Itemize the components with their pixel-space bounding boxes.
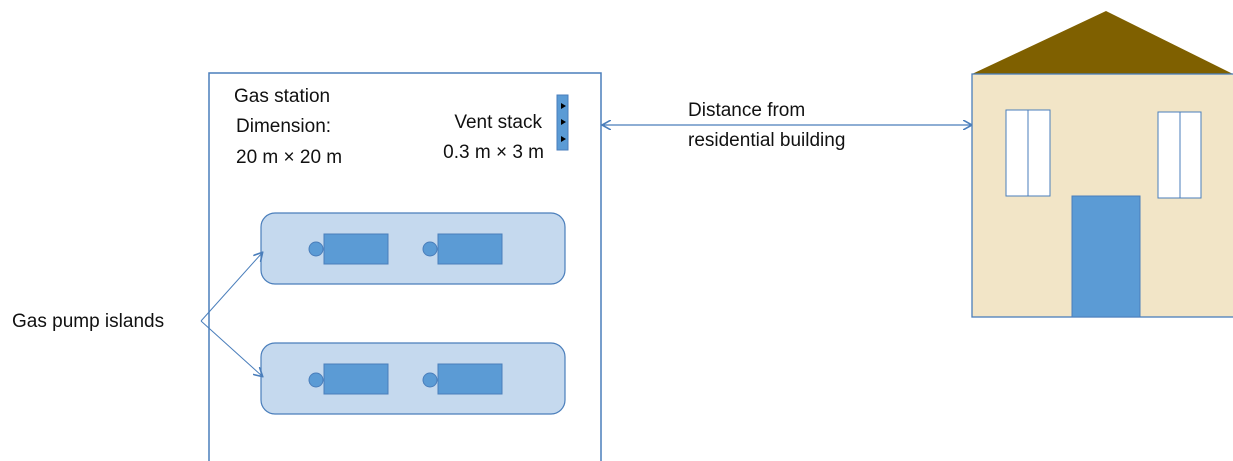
pump-island [260,212,566,285]
vent-marker [561,119,566,125]
house-roof [972,11,1233,74]
gas-pump-islands-label: Gas pump islands [12,311,165,332]
gas-station-boundary [208,72,602,461]
island-arrow [200,253,262,322]
gas-pump [323,233,389,265]
vent-marker [561,136,566,142]
station-title: Gas station [234,86,331,107]
distance-label-line2: residential building [688,130,846,151]
island-arrow [200,320,262,376]
house-door [1071,195,1141,318]
station-dimension-value: 20 m × 20 m [236,147,343,168]
gas-pump [323,363,389,395]
pump-nozzle [308,241,324,257]
vent-stack-label: Vent stack [454,112,542,133]
station-dimension-label: Dimension: [236,116,332,137]
distance-label-line1: Distance from [688,100,806,121]
vent-marker [561,103,566,109]
pump-island [260,342,566,415]
pump-nozzle [308,372,324,388]
vent-stack-size: 0.3 m × 3 m [443,142,544,163]
gas-pump [437,233,503,265]
pump-nozzle [422,372,438,388]
gas-pump [437,363,503,395]
pump-nozzle [422,241,438,257]
